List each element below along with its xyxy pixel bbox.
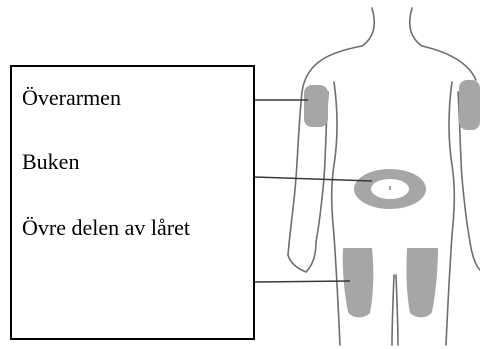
leader-abdomen	[255, 177, 372, 181]
zone-right-upper-arm	[459, 80, 480, 130]
zone-left-thigh	[343, 248, 374, 317]
right-leg-outer	[446, 235, 452, 345]
label-upper-arm: Överarmen	[22, 81, 121, 115]
leader-thigh	[255, 281, 350, 282]
label-abdomen: Buken	[22, 145, 79, 179]
right-torso-side	[449, 82, 454, 235]
zone-left-upper-arm	[304, 85, 328, 127]
label-thigh: Övre delen av låret	[22, 211, 252, 245]
left-torso-side	[332, 82, 337, 235]
neck-left	[362, 8, 374, 46]
right-shoulder	[422, 46, 476, 80]
left-leg-outer	[334, 235, 340, 345]
neck-right	[410, 8, 422, 46]
zone-right-thigh	[406, 248, 438, 317]
right-leg-inner	[396, 275, 398, 345]
legend-box: Överarmen Buken Övre delen av låret	[10, 65, 255, 340]
left-hand	[288, 242, 316, 272]
right-hand	[470, 242, 480, 270]
crotch	[392, 275, 394, 345]
